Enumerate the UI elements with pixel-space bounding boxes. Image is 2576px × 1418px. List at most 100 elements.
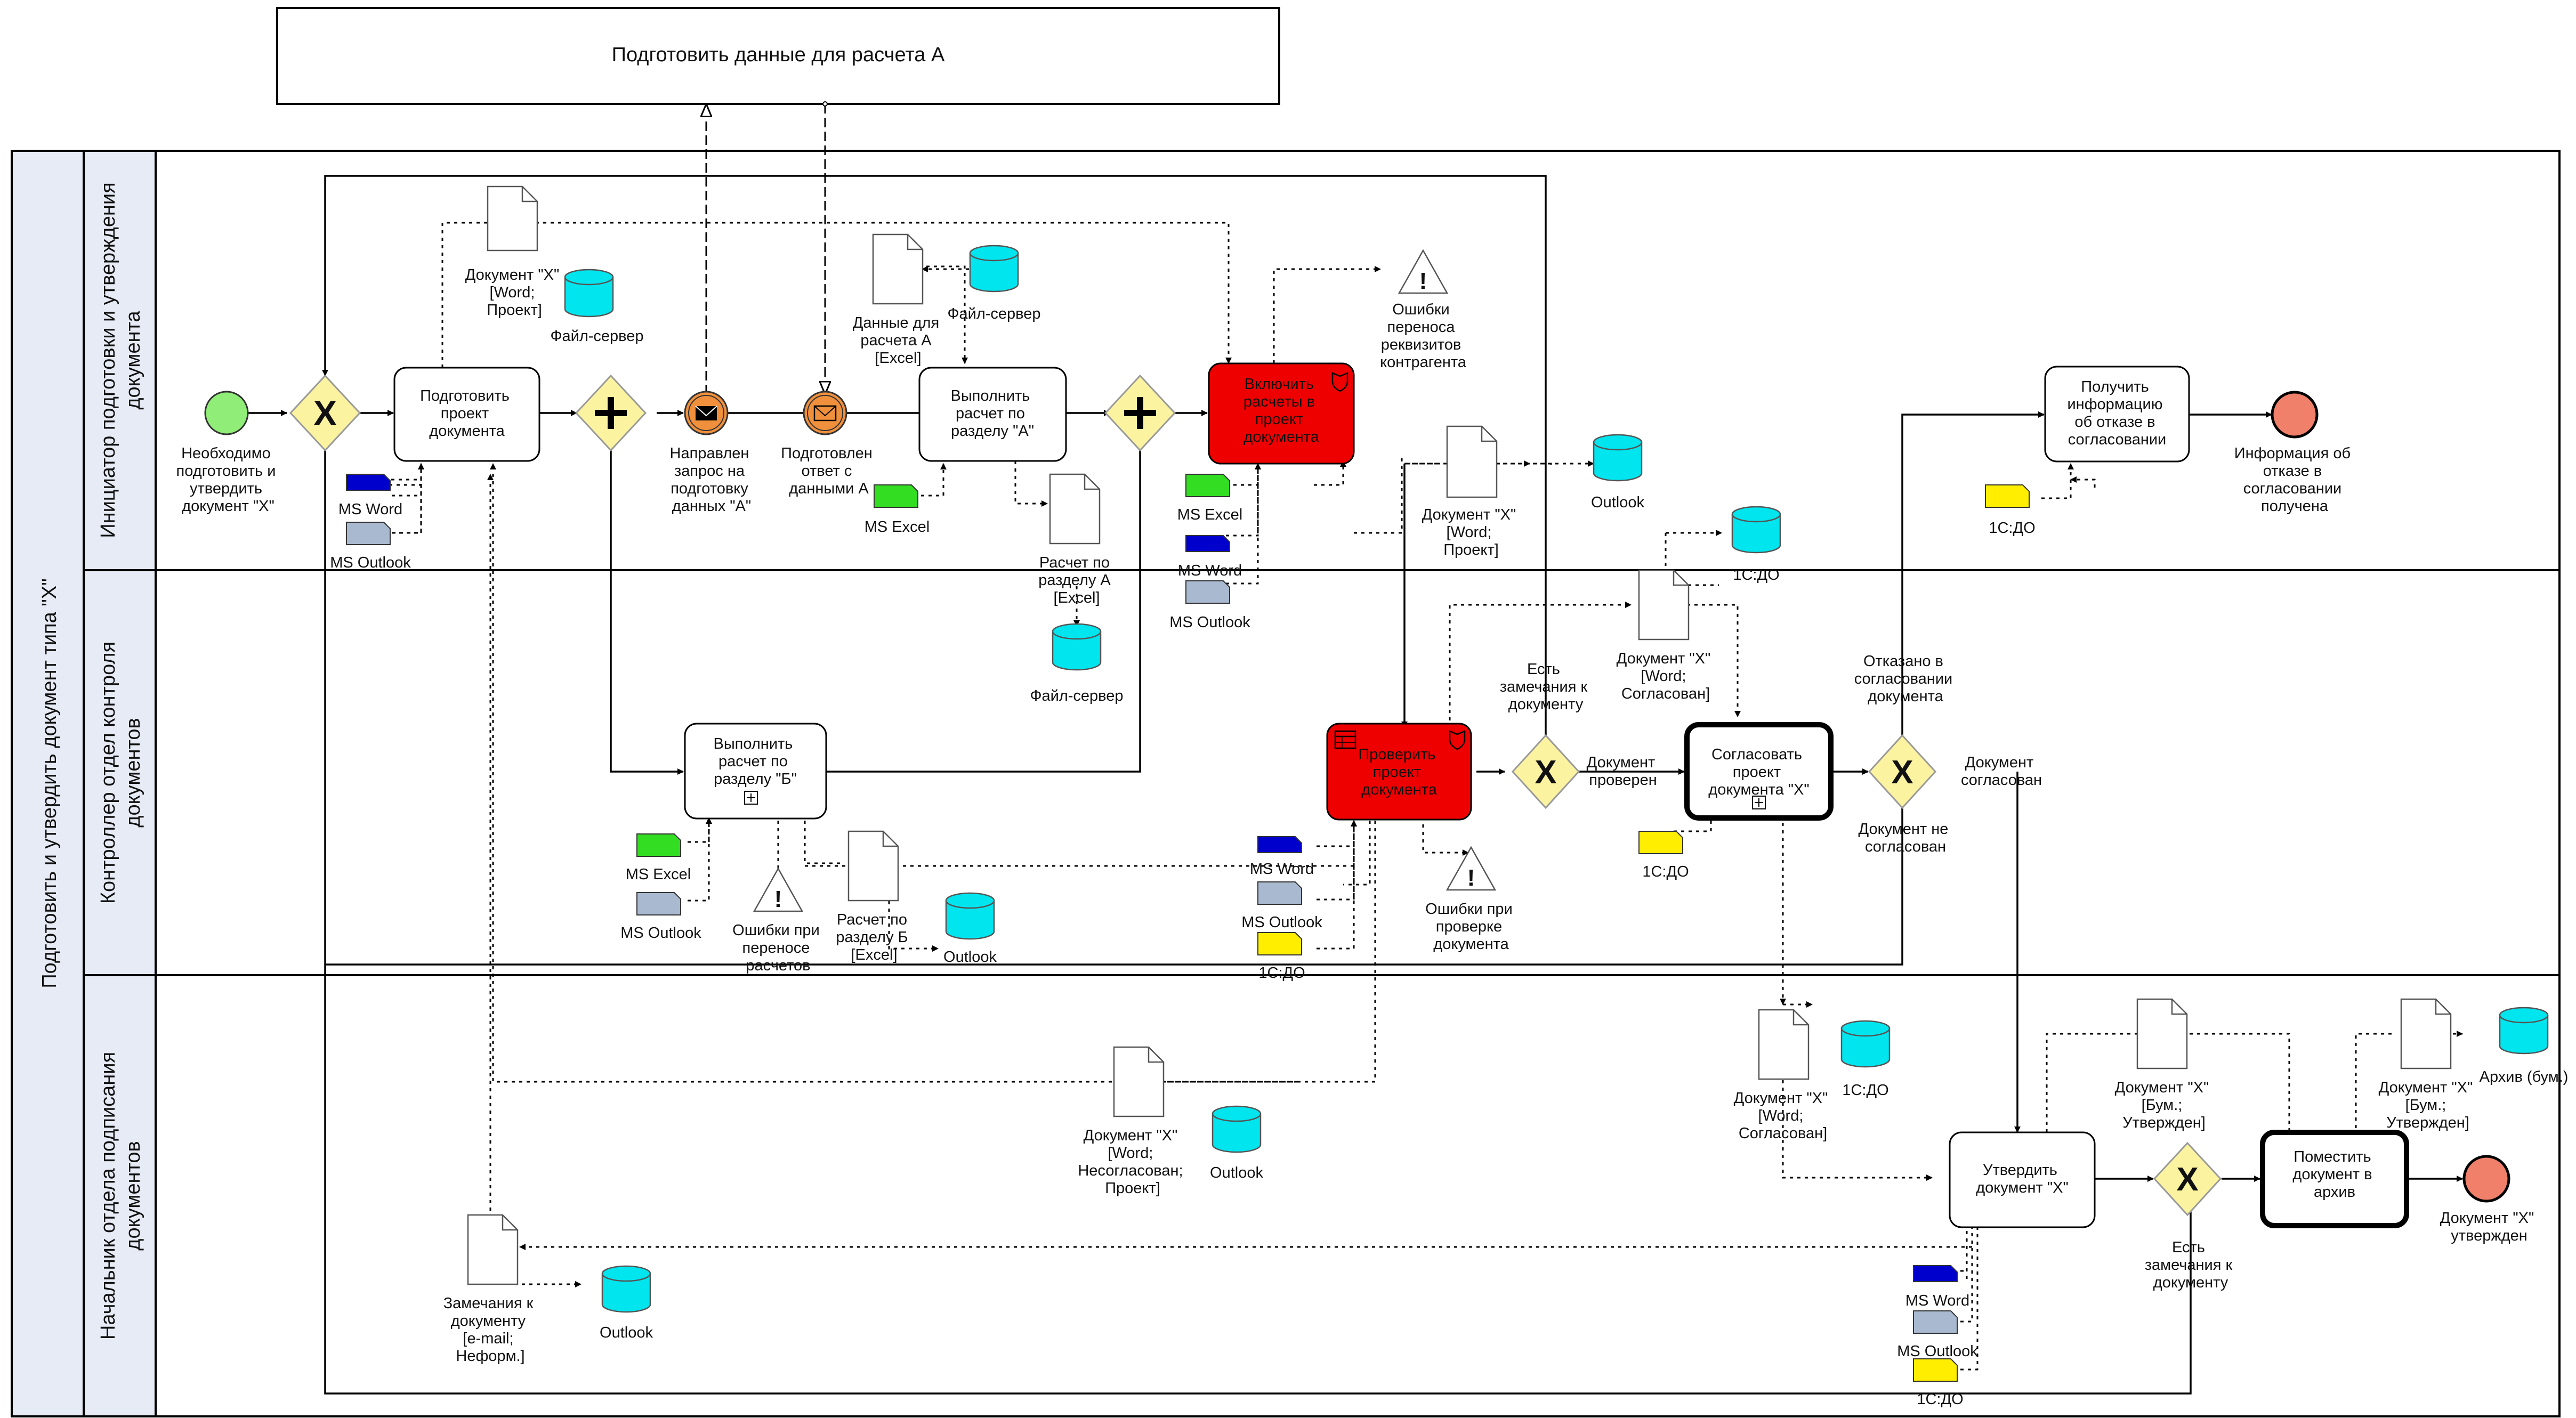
task-calc-b[interactable]: Выполнить расчет по разделу "Б" (684, 723, 827, 820)
store-file-server-3[interactable]: Файл-сервер (1030, 623, 1124, 704)
store-archive[interactable]: Архив (бум.) (2480, 1007, 2569, 1085)
svg-text:MS Outlook: MS Outlook (330, 554, 411, 571)
exclusive-gateway-check[interactable]: X (1511, 734, 1580, 809)
doc-agreed-top[interactable]: Документ "Х" [Word; Согласован] (1617, 569, 1715, 702)
task-calc-a[interactable]: Выполнить расчет по разделу "А" (918, 367, 1067, 462)
tool-outlook-3[interactable]: MS Outlook (620, 892, 701, 942)
parallel-gateway-1[interactable] (575, 374, 647, 452)
svg-text:Подготовить проект: Подготовить проект документа (420, 387, 514, 440)
svg-text:1С:ДО: 1С:ДО (1842, 1082, 1888, 1099)
task-prepare-draft[interactable]: Подготовить проект документа (393, 367, 540, 462)
store-outlook-1[interactable]: Outlook (1591, 434, 1644, 511)
svg-text:Ошибки при проверке: Ошибки при проверке документа (1425, 901, 1517, 953)
doc-approved-paper-2[interactable]: Документ "Х" [Бум.; Утвержден] (2379, 998, 2477, 1131)
svg-text:Документ "Х" [Бум.;: Документ "Х" [Бум.; Утвержден] (2379, 1079, 2477, 1131)
svg-text:Документ "Х" [Word;: Документ "Х" [Word; Несогласован; Проект… (1078, 1127, 1187, 1197)
svg-text:!: ! (1467, 865, 1475, 891)
risk-transfer-calc[interactable]: ! Ошибки при переносе расчетов (732, 867, 824, 974)
doc-agreed-bottom[interactable]: Документ "Х" [Word; Согласован] (1734, 1009, 1832, 1142)
task-include-calcs[interactable]: Включить расчеты в проект документа (1208, 362, 1355, 465)
svg-text:Расчет по разделу Б: Расчет по разделу Б [Excel] (836, 911, 912, 963)
task-archive[interactable]: Поместить документ в архив (2260, 1130, 2409, 1228)
store-onec-2[interactable]: 1С:ДО (1840, 1020, 1891, 1099)
exclusive-gateway-approve[interactable]: X (2153, 1141, 2222, 1217)
doc-calc-b-result[interactable]: Расчет по разделу Б [Excel] (836, 830, 912, 963)
start-event-label: Необходимо подготовить и утвердить докум… (176, 445, 280, 515)
svg-text:Получить информацию: Получить информацию об отказе в согласов… (2067, 378, 2167, 448)
svg-text:Outlook: Outlook (1591, 494, 1644, 511)
svg-text:Файл-сервер: Файл-сервер (947, 305, 1040, 322)
store-file-server-1[interactable]: Файл-сервер (550, 269, 644, 345)
tool-excel-2[interactable]: MS Excel (1177, 474, 1242, 523)
doc-remarks[interactable]: Замечания к документу [e-mail; Неформ.] (443, 1214, 538, 1365)
store-onec-1[interactable]: 1С:ДО (1731, 506, 1781, 584)
task-approve-doc[interactable]: Утвердить документ "Х" (1949, 1131, 2096, 1228)
store-outlook-4[interactable]: Outlook (600, 1265, 653, 1341)
svg-text:MS Word: MS Word (1250, 861, 1314, 878)
tool-word-4[interactable]: MS Word (1905, 1265, 1969, 1309)
tool-word-2[interactable]: MS Word (1178, 535, 1242, 579)
flow-label-refused: Отказано в согласовании документа (1854, 653, 1957, 705)
answer-received-label: Подготовлен ответ с данными А (781, 445, 877, 497)
end-event-approved[interactable] (2462, 1155, 2510, 1203)
tool-onec-4[interactable]: 1С:ДО (1913, 1358, 1964, 1408)
svg-text:Выполнить расчет по: Выполнить расчет по разделу "Б" (714, 735, 797, 788)
store-outlook-2[interactable]: Outlook (943, 892, 997, 966)
task-approve-draft[interactable]: Согласовать проект документа "Х" (1684, 722, 1834, 821)
flow-label-doc-checked: Документ проверен (1587, 754, 1660, 789)
svg-text:Ошибки переноса ре: Ошибки переноса реквизитов контрагента (1380, 301, 1467, 371)
shield-icon (1331, 372, 1348, 392)
message-throw-event[interactable] (684, 391, 729, 435)
store-file-server-2[interactable]: Файл-сервер (947, 245, 1041, 322)
risk-check-errors[interactable]: ! Ошибки при проверке документа (1425, 846, 1517, 953)
task-check-draft[interactable]: Проверить проект документа (1326, 723, 1472, 821)
svg-text:Расчет по разделу А: Расчет по разделу А [Excel] (1038, 554, 1115, 606)
svg-text:Outlook: Outlook (943, 949, 997, 966)
end-event-refused[interactable] (2271, 391, 2319, 439)
tool-onec-3[interactable]: 1С:ДО (1638, 831, 1689, 880)
tool-outlook-5[interactable]: MS Outlook (1897, 1310, 1978, 1360)
message-flows (706, 104, 825, 394)
tool-excel-3[interactable]: MS Excel (626, 833, 691, 883)
exclusive-gateway-1[interactable]: X (289, 374, 361, 452)
svg-text:X: X (1535, 754, 1556, 791)
tool-outlook-4[interactable]: MS Outlook (1241, 881, 1322, 931)
flow-label-has-remarks: Есть замечания к документу (1500, 661, 1592, 713)
message-catch-event[interactable] (803, 391, 847, 435)
lane-1-label-line1: Инициатор подготовки и утверждения (97, 182, 119, 538)
tool-word-3[interactable]: MS Word (1250, 836, 1314, 878)
tool-outlook-1[interactable]: MS Outlook (330, 522, 411, 571)
tool-excel-1[interactable]: MS Excel (865, 484, 930, 536)
tool-outlook-2[interactable]: MS Outlook (1169, 580, 1250, 631)
svg-text:Поместить документ в: Поместить документ в архив (2292, 1148, 2376, 1201)
subprocess-title: Подготовить данные для расчета А (612, 44, 945, 66)
doc-calc-a-result[interactable]: Расчет по разделу А [Excel] (1038, 473, 1115, 606)
doc-approved-paper[interactable]: Документ "Х" [Бум.; Утвержден] (2115, 998, 2214, 1131)
svg-text:MS Outlook: MS Outlook (1897, 1343, 1978, 1360)
svg-text:Файл-сервер: Файл-сервер (1030, 687, 1123, 704)
doc-not-agreed[interactable]: Документ "Х" [Word; Несогласован; Проект… (1078, 1046, 1187, 1197)
tool-onec-1[interactable]: 1С:ДО (1985, 484, 2036, 537)
lane-2-label-line1: Контроллер отдел контроля (97, 642, 119, 904)
store-outlook-3[interactable]: Outlook (1210, 1105, 1263, 1181)
risk-transfer-details[interactable]: ! Ошибки переноса реквизитов контрагента (1380, 249, 1467, 371)
svg-text:Документ "Х" [Word;: Документ "Х" [Word; Согласован] (1734, 1090, 1832, 1142)
svg-text:1С:ДО: 1С:ДО (1642, 863, 1689, 880)
tool-word-1[interactable]: MS Word (338, 474, 402, 518)
pool-label: Подготовить и утвердить документ типа "Х… (38, 578, 61, 988)
tool-onec-2[interactable]: 1С:ДО (1257, 932, 1305, 982)
exclusive-gateway-agree[interactable]: X (1868, 734, 1937, 809)
doc-data-calc-a[interactable]: Данные для расчета А [Excel] (853, 233, 943, 367)
parallel-gateway-2[interactable] (1104, 374, 1176, 452)
svg-text:MS Excel: MS Excel (865, 518, 930, 536)
task-get-refusal[interactable]: Получить информацию об отказе в согласов… (2044, 366, 2190, 463)
svg-text:Документ "Х" [Word;: Документ "Х" [Word; Проект] (1422, 506, 1521, 558)
svg-text:X: X (313, 393, 337, 433)
start-event[interactable] (204, 391, 249, 435)
svg-text:Утвердить документ "Х": Утвердить документ "Х" (1976, 1162, 2069, 1196)
doc-out-draft[interactable]: Документ "Х" [Word; Проект] (1422, 425, 1521, 558)
pool: Подготовить и утвердить документ типа "Х… (11, 150, 2561, 1417)
doc-word-draft[interactable]: Документ "Х" [Word; Проект] (465, 185, 564, 319)
svg-text:Включить расчеты в: Включить расчеты в проект документа (1243, 376, 1320, 445)
subprocess-title-box[interactable]: Подготовить данные для расчета А (276, 7, 1280, 105)
